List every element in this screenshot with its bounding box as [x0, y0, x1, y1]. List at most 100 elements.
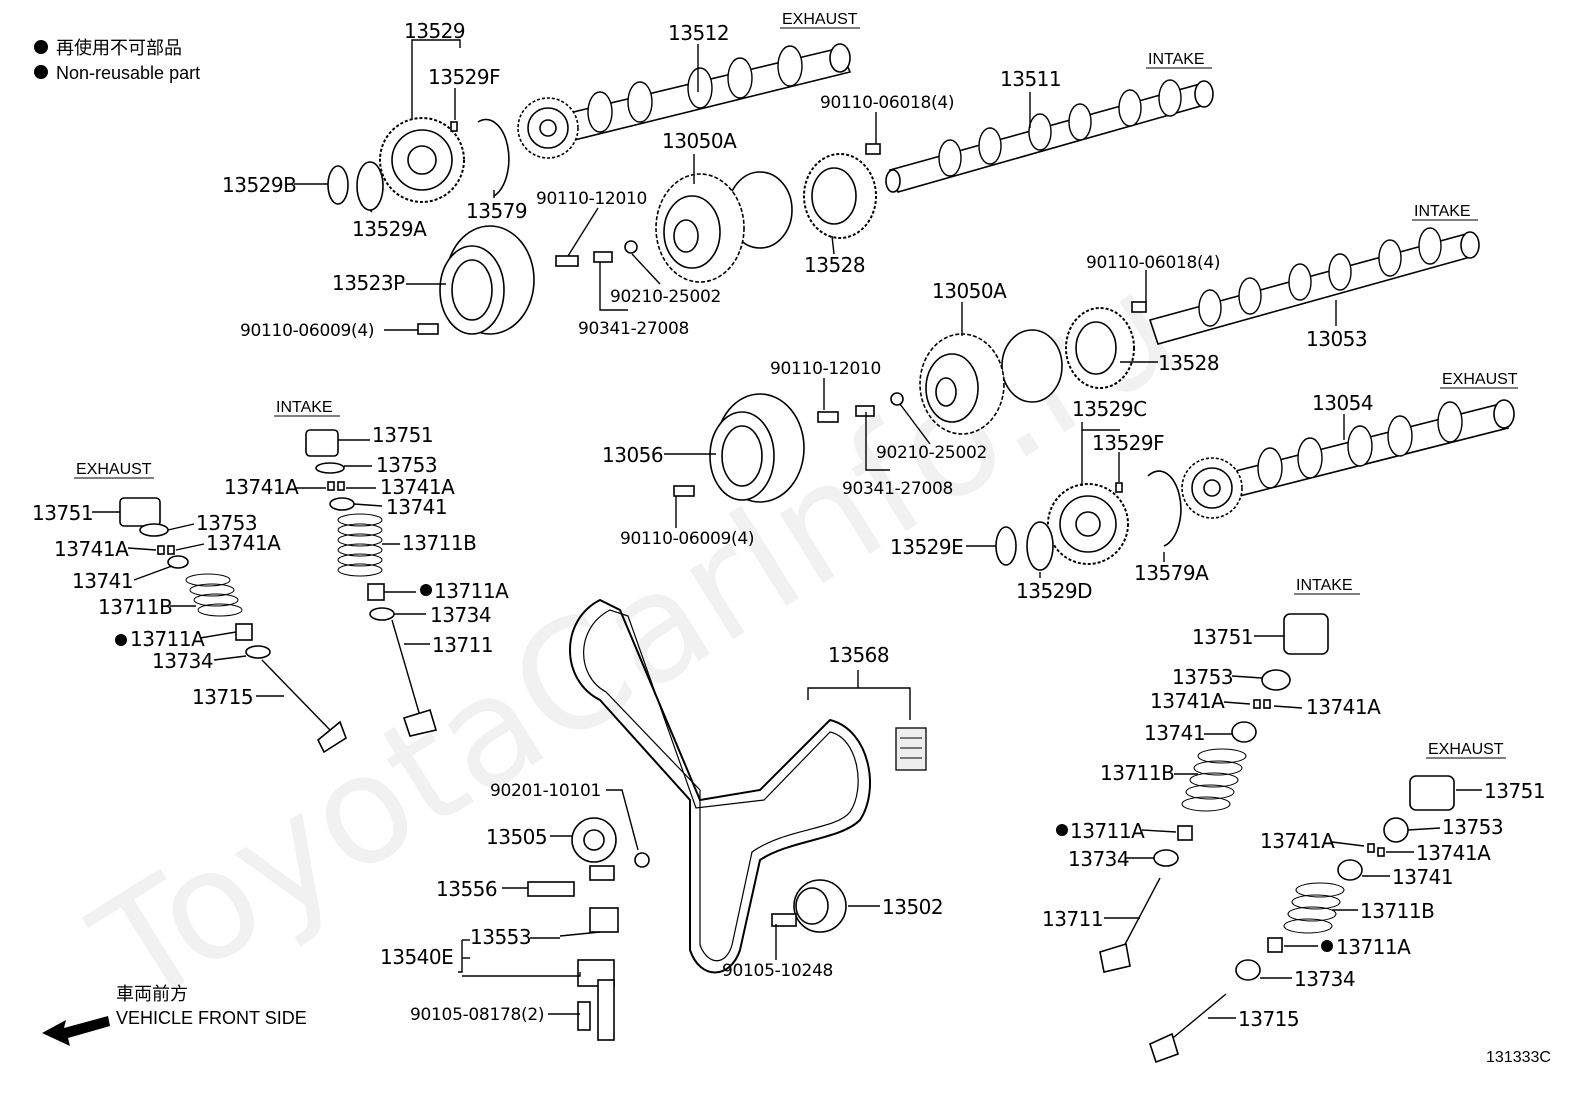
label-90110-06018-right: 90110-06018(4) — [1086, 253, 1220, 273]
label-13579: 13579 — [466, 199, 527, 223]
label-intake-13741A-r: 13741A — [380, 475, 455, 499]
heading-intake-left: INTAKE — [276, 399, 333, 416]
label-intake-13741A-l: 13741A — [224, 475, 299, 499]
label-r-exhaust-13741A-l: 13741A — [1260, 829, 1335, 853]
non-reusable-dot-icon — [1056, 824, 1068, 836]
vehicle-front-arrow — [42, 1016, 110, 1046]
label-13511: 13511 — [1000, 67, 1061, 91]
label-90210-25002-mid: 90210-25002 — [876, 443, 987, 463]
label-13568: 13568 — [828, 643, 889, 667]
label-90110-12010-mid: 90110-12010 — [770, 359, 881, 379]
gear-13528-mid — [1065, 307, 1135, 389]
label-r-intake-13711A: 13711A — [1070, 819, 1145, 843]
label-13502: 13502 — [882, 895, 943, 919]
sensor-13553 — [559, 907, 619, 937]
part-labels: 13529 13529F 13512 13511 13529B 13529A 1… — [32, 19, 1546, 1031]
label-intake-13711B: 13711B — [402, 531, 476, 555]
valve-group-intake-left — [305, 429, 438, 737]
belt-tag-icon — [895, 727, 927, 771]
heading-exhaust-bottom-right: EXHAUST — [1428, 741, 1504, 758]
label-13540E: 13540E — [380, 945, 453, 969]
plate-13579A — [1147, 470, 1182, 547]
label-exhaust-13741: 13741 — [72, 569, 133, 593]
heading-exhaust-top: EXHAUST — [782, 11, 858, 28]
label-r-exhaust-13741: 13741 — [1392, 865, 1453, 889]
label-13529A: 13529A — [352, 217, 427, 241]
label-13529F: 13529F — [428, 65, 500, 89]
non-reusable-markers — [115, 584, 1333, 952]
valve-group-exhaust-right — [1149, 775, 1455, 1064]
label-exhaust-13715: 13715 — [192, 685, 253, 709]
label-90341-27008-mid: 90341-27008 — [842, 479, 953, 499]
cam-sprocket-13529 — [379, 117, 465, 203]
label-13553: 13553 — [470, 925, 531, 949]
label-r-exhaust-13751: 13751 — [1484, 779, 1545, 803]
non-reusable-dot-icon — [420, 584, 432, 596]
label-90210-25002: 90210-25002 — [610, 287, 721, 307]
label-exhaust-13751: 13751 — [32, 501, 93, 525]
non-reusable-dot-icon — [1321, 940, 1333, 952]
label-intake-13711: 13711 — [432, 633, 493, 657]
label-13054: 13054 — [1312, 391, 1373, 415]
label-intake-13751: 13751 — [372, 423, 433, 447]
label-13556: 13556 — [436, 877, 497, 901]
label-r-intake-13711: 13711 — [1042, 907, 1103, 931]
plate-13529A — [356, 161, 384, 211]
label-exhaust-13753: 13753 — [196, 511, 257, 535]
label-r-exhaust-13715: 13715 — [1238, 1007, 1299, 1031]
intake-camshaft-13053 — [1148, 227, 1480, 345]
snap-ring-13529B — [327, 165, 349, 205]
label-90110-06009: 90110-06009(4) — [240, 321, 374, 341]
valve-group-intake-right — [1099, 613, 1329, 973]
heading-intake-top: INTAKE — [1148, 51, 1205, 68]
label-r-exhaust-13753: 13753 — [1442, 815, 1503, 839]
label-13529C: 13529C — [1072, 397, 1147, 421]
heading-exhaust-left: EXHAUST — [76, 461, 152, 478]
label-r-exhaust-13734: 13734 — [1294, 967, 1355, 991]
label-13528: 13528 — [804, 253, 865, 277]
label-13579A: 13579A — [1134, 561, 1209, 585]
exhaust-camshaft-13512 — [517, 43, 852, 159]
leader-lines — [92, 39, 1482, 1019]
label-13053: 13053 — [1306, 327, 1367, 351]
vvt-gear-13050A-top — [655, 171, 793, 283]
label-exhaust-13711B: 13711B — [98, 595, 172, 619]
exhaust-camshaft-13054 — [1181, 399, 1515, 519]
cam-sprocket-13529C — [1047, 483, 1129, 565]
label-r-exhaust-13711A: 13711A — [1336, 935, 1411, 959]
label-exhaust-13711A: 13711A — [130, 627, 205, 651]
label-r-intake-13734: 13734 — [1068, 847, 1129, 871]
housing-13523P — [439, 225, 535, 335]
label-r-intake-13741A-r: 13741A — [1306, 695, 1381, 719]
label-13529F-mid: 13529F — [1092, 431, 1164, 455]
pin-13529F-mid — [1115, 482, 1123, 493]
label-r-intake-13741: 13741 — [1144, 721, 1205, 745]
bolts-mid — [673, 301, 1147, 497]
heading-intake-bottom-right: INTAKE — [1296, 577, 1353, 594]
pin-13529F — [450, 121, 458, 132]
timing-belt-13568 — [569, 598, 927, 974]
legend-en: Non-reusable part — [56, 63, 200, 83]
label-13528-mid: 13528 — [1158, 351, 1219, 375]
label-intake-13753: 13753 — [376, 453, 437, 477]
snap-ring-13529E — [995, 526, 1017, 566]
label-90105-08178: 90105-08178(2) — [410, 1005, 544, 1025]
tensioner-13540E — [577, 959, 615, 1041]
label-exhaust-13741A-l: 13741A — [54, 537, 129, 561]
bolt-13556 — [527, 881, 575, 897]
section-headings: EXHAUST INTAKE INTAKE EXHAUST INTAKE EXH… — [74, 11, 1518, 759]
label-exhaust-13734: 13734 — [152, 649, 213, 673]
plate-13529D — [1026, 521, 1054, 571]
intake-camshaft-13511 — [885, 79, 1214, 193]
bolts-top — [417, 143, 881, 335]
label-r-intake-13711B: 13711B — [1100, 761, 1174, 785]
label-90201-10101: 90201-10101 — [490, 781, 601, 801]
label-13529B: 13529B — [222, 173, 296, 197]
label-13056: 13056 — [602, 443, 663, 467]
label-intake-13734: 13734 — [430, 603, 491, 627]
label-intake-13741: 13741 — [386, 495, 447, 519]
label-13512: 13512 — [668, 21, 729, 45]
label-13529: 13529 — [404, 19, 465, 43]
housing-13056 — [709, 393, 805, 503]
front-arrow-icon — [42, 1016, 110, 1046]
